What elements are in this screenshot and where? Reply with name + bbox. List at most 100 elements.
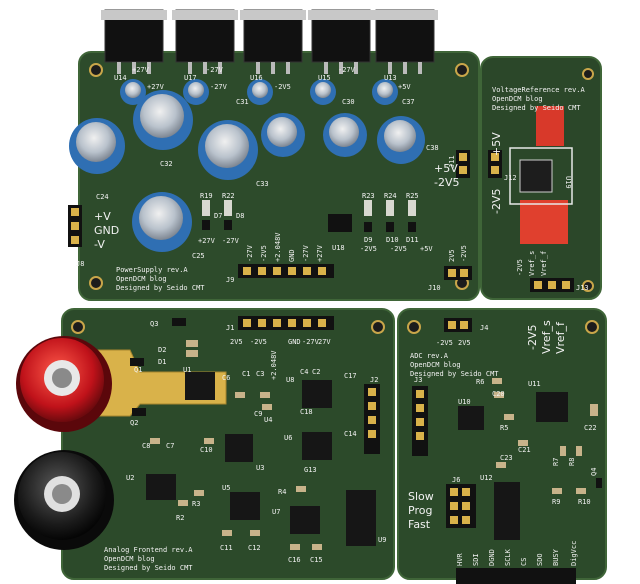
u12-label: U12 [480, 474, 493, 482]
adc-board-blog: OpenDCM blog [410, 361, 461, 369]
vref-board-credit: Designed by Seido CMT [492, 104, 581, 112]
j2-label: J2 [370, 376, 378, 384]
adc-pin-vref-f: Vref_f [554, 321, 567, 354]
u19-label: U19 [564, 176, 572, 189]
reg-plus27-label: +27V [132, 66, 150, 74]
led-minus2v5-label: -2V5 [360, 245, 377, 253]
jumper-fast: Fast [408, 518, 431, 531]
g13-label: G13 [304, 466, 317, 474]
j13-pin-3: Vref_f [540, 251, 548, 276]
adc-passives [492, 378, 602, 494]
j1-pin-6: 27V [318, 338, 331, 346]
j10-label: J10 [428, 284, 441, 292]
c37-label: C37 [402, 98, 415, 106]
c32-label: C32 [160, 160, 173, 168]
j9-label: J9 [226, 276, 234, 284]
c16-label: C16 [288, 556, 301, 564]
u11-label: U11 [528, 380, 541, 388]
c21-label: C21 [518, 446, 531, 454]
j1-pin-5: -27V [302, 338, 320, 346]
adc-ics [458, 392, 568, 540]
vref-parts [488, 106, 574, 292]
black-binding-post [14, 450, 114, 550]
c14-label: C14 [344, 430, 357, 438]
j6-label: J6 [452, 476, 460, 484]
j9-header [238, 264, 334, 278]
r3-label: R3 [192, 500, 200, 508]
u17-label: U17 [184, 74, 197, 82]
j9-pin-4: GND [288, 249, 296, 262]
cap-plus5-label: +5V [398, 83, 411, 91]
u9-label: U9 [378, 536, 386, 544]
power-smd-parts [202, 200, 416, 232]
c2-label: C2 [312, 368, 320, 376]
c15-label: C15 [310, 556, 323, 564]
u18-chip [328, 214, 352, 232]
u16-label: U16 [250, 74, 263, 82]
pin-sdi: SDI [472, 553, 480, 566]
adc-pin-minus2v5: -2V5 [526, 325, 539, 351]
pin-sclk: SCLK [504, 548, 512, 566]
r5-label: R5 [500, 424, 508, 432]
r24-label: R24 [384, 192, 397, 200]
j9-pin-5: -27V [302, 244, 310, 262]
j1-label: J1 [226, 324, 234, 332]
j1-pin-1: 2V5 [230, 338, 243, 346]
r19-label: R19 [200, 192, 213, 200]
j8-gnd: GND [94, 224, 119, 237]
c12-label: C12 [248, 544, 261, 552]
c8-label: C8 [142, 442, 150, 450]
u3-label: U3 [256, 464, 264, 472]
u1-label: U1 [183, 366, 191, 374]
power-board-name: PowerSupply rev.A [116, 266, 188, 274]
r9-label: R9 [552, 498, 560, 506]
c23-label: C23 [500, 454, 513, 462]
c38-label: C38 [426, 144, 439, 152]
c25-label: C25 [192, 252, 205, 260]
r4-label: R4 [278, 488, 286, 496]
u5-label: U5 [222, 484, 230, 492]
j11-minus2v5: -2V5 [434, 176, 460, 189]
r22-label: R22 [222, 192, 235, 200]
r2-label: R2 [176, 514, 184, 522]
j13-pin-1: -2V5 [516, 259, 524, 276]
c11-label: C11 [220, 544, 233, 552]
j10-pin-2: -2V5 [460, 245, 468, 262]
c17-label: C17 [344, 372, 357, 380]
j11-label: J11 [448, 155, 456, 168]
reg-minus27-b-label: -27V [338, 66, 356, 74]
adc-board-name: ADC rev.A [410, 352, 449, 360]
d2-label: D2 [158, 346, 166, 354]
r6-label: R6 [476, 378, 484, 386]
voltage-regulators [101, 9, 438, 74]
c1-label: C1 [242, 370, 250, 378]
jumper-slow: Slow [408, 490, 434, 503]
j1-header [238, 316, 334, 330]
frontend-passives [130, 318, 322, 550]
d1-label: D1 [158, 358, 166, 366]
d7-label: D7 [214, 212, 222, 220]
j4-pin-2: 2V5 [458, 339, 471, 347]
reg-minus27-label: -27V [206, 66, 224, 74]
j11-plus5: +5V [434, 162, 458, 175]
led-plus27-label: +27V [198, 237, 216, 245]
j8-minus-v: -V [94, 238, 105, 251]
pin-hvr: HVR [456, 553, 464, 566]
c9-label: C9 [254, 410, 262, 418]
q1-label: Q1 [134, 366, 142, 374]
j10-pin-1: 2V5 [448, 249, 456, 262]
j8-plus-v: +V [94, 210, 111, 223]
u14-label: U14 [114, 74, 127, 82]
c7-label: C7 [166, 442, 174, 450]
q4-label: Q4 [590, 468, 598, 476]
vref-board-name: VoltageReference rev.A [492, 86, 586, 94]
adc-board-credit: Designed by Seido CMT [410, 370, 499, 378]
c20-label: C20 [492, 390, 505, 398]
d10-label: D10 [386, 236, 399, 244]
c24-label: C24 [96, 193, 109, 201]
adc-pin-vref-s: Vref_s [540, 320, 553, 354]
d9-label: D9 [364, 236, 372, 244]
r25-label: R25 [406, 192, 419, 200]
red-binding-post [16, 336, 112, 432]
c33-label: C33 [256, 180, 269, 188]
